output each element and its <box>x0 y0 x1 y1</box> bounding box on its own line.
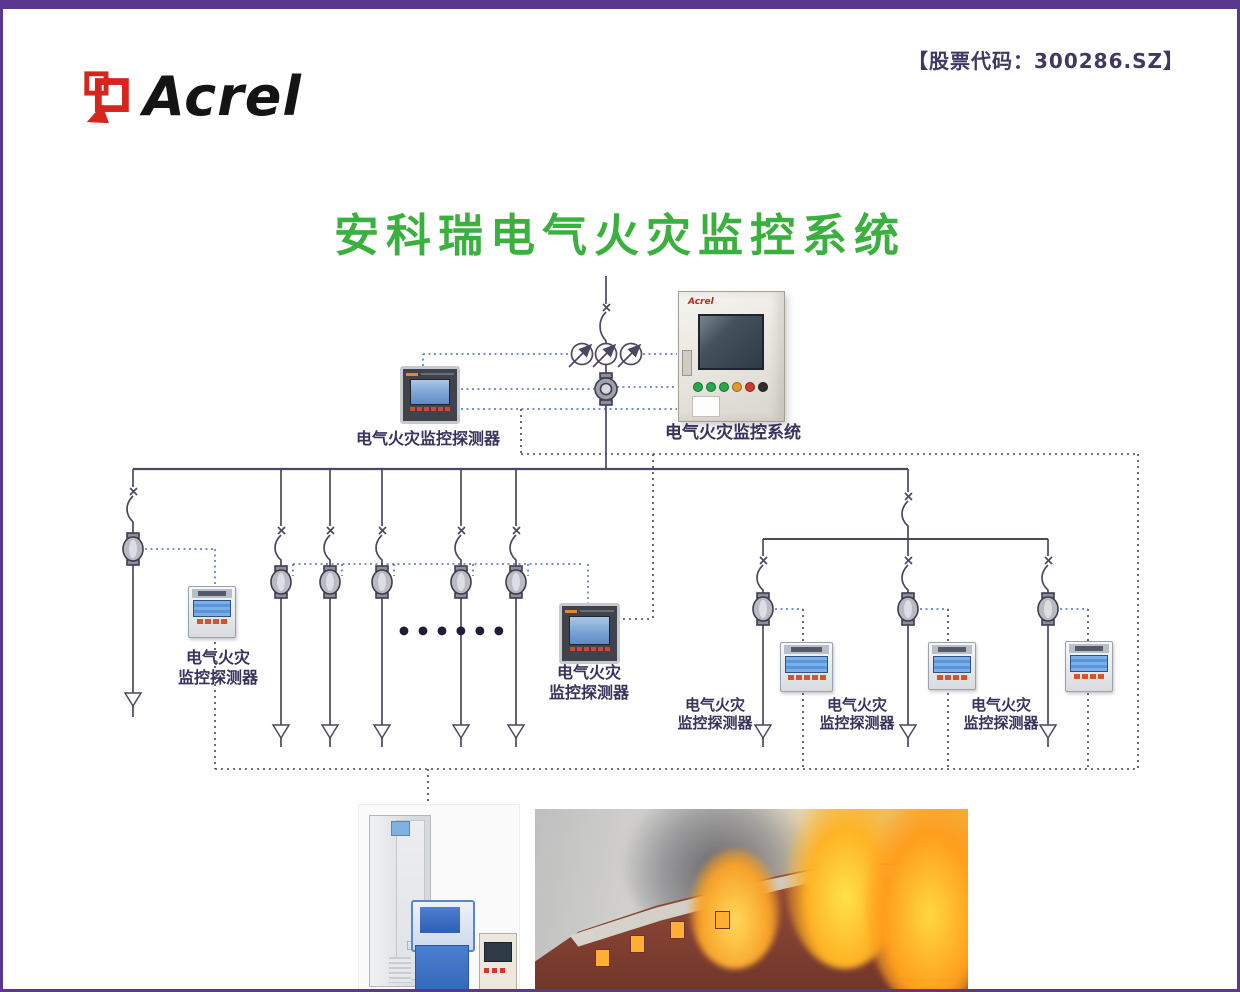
fire-detector-rail-3 <box>1065 641 1113 692</box>
flame <box>690 849 780 969</box>
meter-lcd-screen <box>569 616 610 645</box>
power-lines <box>126 276 1053 747</box>
side-terminal <box>479 933 517 989</box>
residual-ct-icon <box>594 372 618 406</box>
load-arrow-icons <box>123 692 1058 740</box>
panel-screen <box>698 314 764 370</box>
building-fire-photo <box>535 809 968 989</box>
detector-buttons <box>781 675 832 680</box>
page-title: 安科瑞电气火灾监控系统 <box>333 209 906 262</box>
acrel-logo: Acrel <box>79 65 302 128</box>
cabinet-screen <box>391 821 410 836</box>
meter-buttons <box>562 647 617 651</box>
meter-top-strip <box>565 607 614 615</box>
detector-buttons <box>1066 674 1112 679</box>
comm-links-dashed <box>145 353 1088 610</box>
console-body <box>415 945 469 989</box>
more-branches-ellipsis: •••••• <box>396 617 510 646</box>
meter-lcd-screen <box>410 379 450 405</box>
label-detector-r2: 电气火灾 监控探测器 <box>819 696 895 733</box>
cabinet-vents <box>389 957 411 983</box>
detector-top-band <box>1069 644 1109 653</box>
detector-buttons <box>189 619 235 624</box>
fire-detector-rail-2 <box>928 642 976 690</box>
label-detector-top: 电气火灾监控探测器 <box>355 429 500 448</box>
panel-logo-text: Acrel <box>688 297 714 307</box>
detector-lcd-screen <box>933 656 971 673</box>
detector-top-band <box>192 589 232 598</box>
label-detector-r1: 电气火灾 监控探测器 <box>677 696 753 733</box>
label-monitor-system: 电气火灾监控系统 <box>665 423 801 443</box>
acrel-logo-text: Acrel <box>143 65 302 128</box>
panel-door-lock <box>682 350 692 376</box>
detector-top-band <box>784 645 829 654</box>
detector-lcd-screen <box>193 600 231 617</box>
detector-lcd-screen <box>1070 655 1108 672</box>
monitoring-station-image <box>358 804 520 989</box>
detector-lcd-screen <box>785 656 828 673</box>
label-detector-left: 电气火灾 监控探测器 <box>177 648 258 687</box>
current-transformer-icons <box>568 342 643 368</box>
meter-buttons <box>403 407 457 411</box>
detector-top-band <box>932 645 972 654</box>
flame <box>865 809 968 989</box>
fire-detector-meter-mid <box>559 603 620 664</box>
fire-detector-meter-top <box>400 366 460 424</box>
fire-monitor-panel: Acrel <box>678 291 785 422</box>
label-detector-mid: 电气火灾 监控探测器 <box>548 663 629 702</box>
meter-top-strip <box>406 370 454 378</box>
panel-indicator-lights <box>693 382 768 392</box>
fire-detector-rail-1 <box>780 642 833 692</box>
branch-ct-icons <box>122 532 1059 626</box>
detector-buttons <box>929 675 975 680</box>
label-detector-r3: 电气火灾 监控探测器 <box>963 696 1039 733</box>
fire-detector-rail-left <box>188 586 236 638</box>
stock-code: 【股票代码：300286.SZ】 <box>908 49 1184 73</box>
console-monitor <box>411 900 475 952</box>
panel-paper-slot <box>692 396 720 417</box>
acrel-logo-icon <box>84 70 129 123</box>
